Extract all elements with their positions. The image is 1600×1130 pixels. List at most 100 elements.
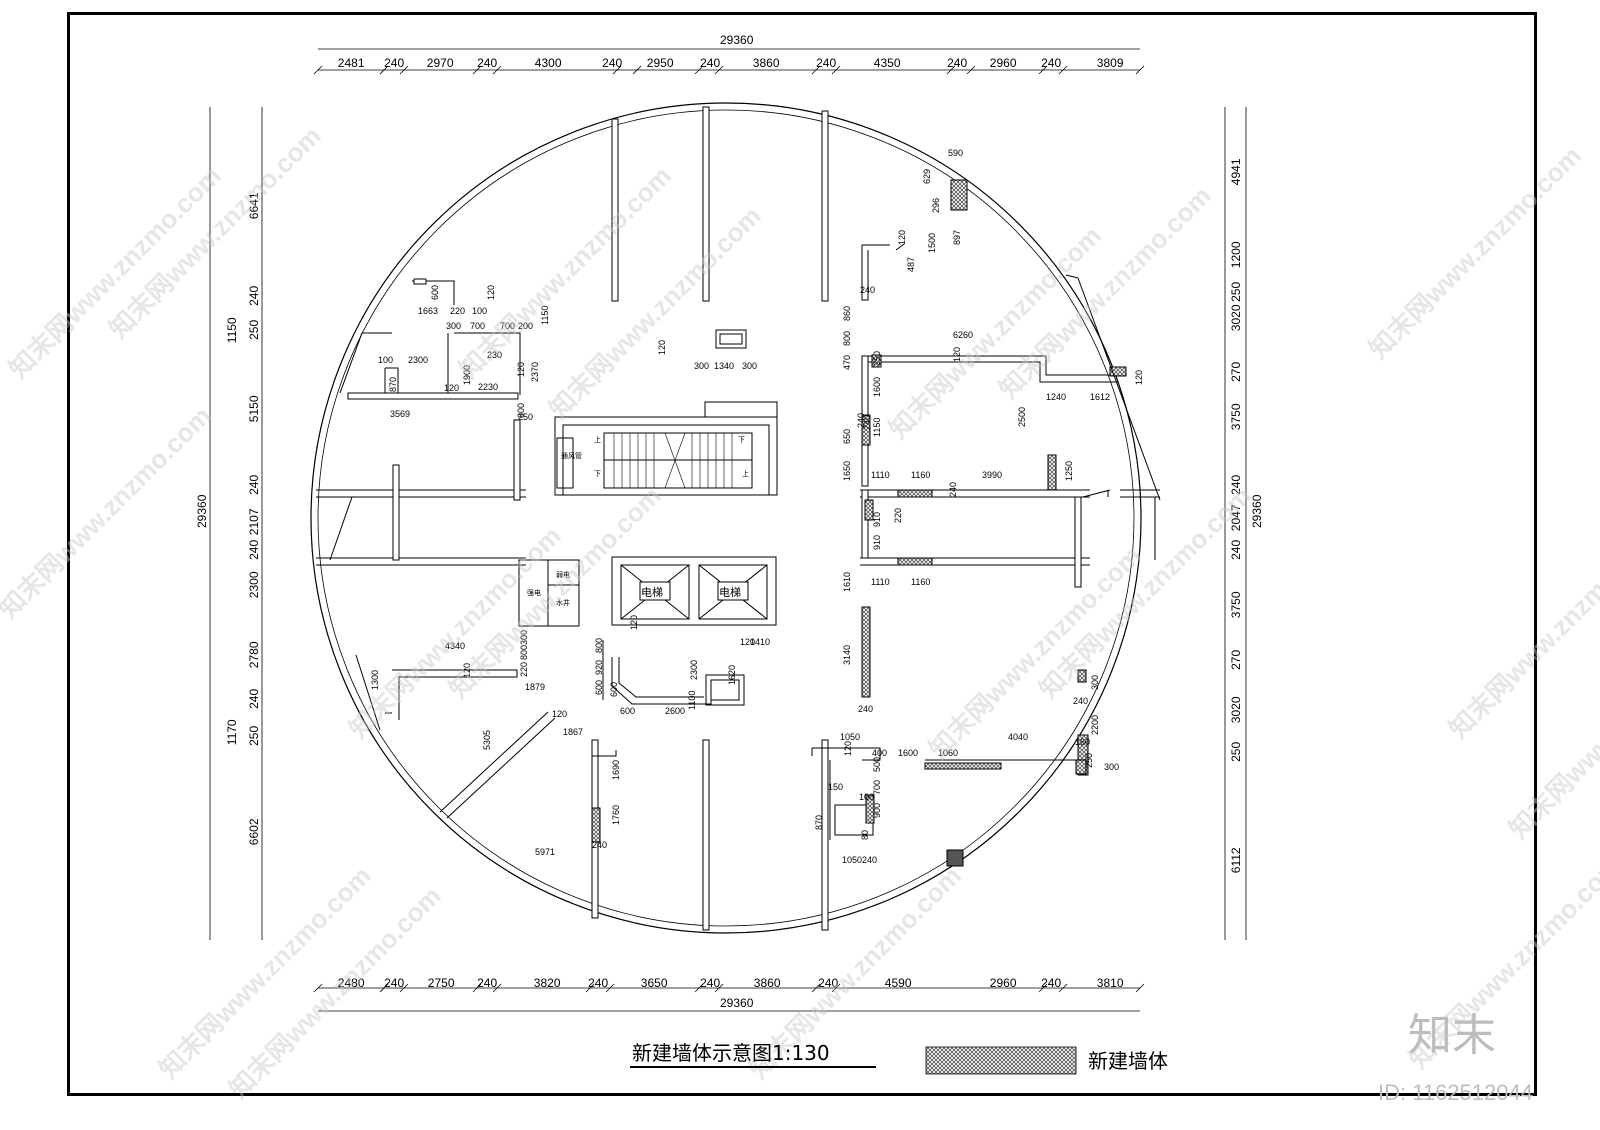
dim-tick-bottom-7 xyxy=(694,983,704,993)
interior-dim-upper-left-20: 800 xyxy=(516,403,526,418)
dim-tick-top-14 xyxy=(1058,65,1068,75)
top-dim-10: 4350 xyxy=(874,56,901,70)
interior-dim-upper-left-17: 120 xyxy=(516,362,526,377)
interior-dim-lower-right-5: 4040 xyxy=(1008,732,1028,742)
bottom-dim-0: 2480 xyxy=(338,976,365,990)
bottom-dim-5: 240 xyxy=(588,976,608,990)
right-dim-2: 250 xyxy=(1229,282,1243,302)
watermark-3: 知末网www.znzmo.com xyxy=(543,200,767,424)
interior-dim-upper-left-18: 2370 xyxy=(530,362,540,382)
dim-tick-top-1 xyxy=(379,65,389,75)
elevator-label-2: 电梯 xyxy=(719,586,741,599)
left-dim-11: 1170 xyxy=(225,719,239,745)
interior-dim-lower-right-6: 160 xyxy=(1075,737,1090,747)
dim-tick-top-13 xyxy=(1038,65,1048,75)
left-dim-3: 250 xyxy=(247,320,261,340)
interior-dim-lower-right-14: 500 xyxy=(872,757,882,772)
bottom-dim-8: 3860 xyxy=(754,976,781,990)
interior-dim-upper-right-32: 1610 xyxy=(842,572,852,592)
top-dim-13: 240 xyxy=(1041,56,1061,70)
interior-dim-upper-right-0: 590 xyxy=(948,148,963,158)
dim-tick-top-10 xyxy=(831,65,841,75)
drawing-frame xyxy=(67,12,1537,1096)
right-dim-10: 270 xyxy=(1229,650,1243,670)
interior-dim-lower-left-9: 5305 xyxy=(482,730,492,750)
dim-tick-bottom-5 xyxy=(585,983,595,993)
interior-dim-lower-center-4: 600 xyxy=(594,680,604,695)
right-dim-3: 3020 xyxy=(1229,304,1243,331)
top-dim-4: 4300 xyxy=(535,56,562,70)
interior-dim-upper-right-30: 220 xyxy=(893,508,903,523)
right-dim-13: 6112 xyxy=(1229,847,1243,873)
interior-dim-lower-left-6: 1879 xyxy=(525,682,545,692)
interior-dim-upper-right-11: 800 xyxy=(842,331,852,346)
bottom-dim-10: 4590 xyxy=(885,976,912,990)
interior-dim-upper-left-14: 230 xyxy=(487,350,502,360)
dim-tick-top-11 xyxy=(946,65,956,75)
interior-dim-lower-right-20: 240 xyxy=(862,855,877,865)
interior-dim-upper-left-8: 200 xyxy=(518,321,533,331)
interior-dim-upper-right-35: 3140 xyxy=(842,645,852,665)
right-dim-0: 4941 xyxy=(1229,158,1243,185)
interior-dim-upper-right-17: 120 xyxy=(1134,370,1144,385)
interior-dim-lower-right-7: 2200 xyxy=(1090,715,1100,735)
interior-dim-upper-right-10: 470 xyxy=(842,355,852,370)
top-dim-14: 3809 xyxy=(1097,56,1124,70)
vent-label: 通风管 xyxy=(561,451,582,460)
interior-dim-upper-right-15: 1240 xyxy=(1046,392,1066,402)
interior-dim-lower-center-9: 1100 xyxy=(687,691,697,710)
interior-dim-upper-right-6: 897 xyxy=(952,230,962,245)
right-dim-12: 250 xyxy=(1229,742,1243,762)
interior-dim-upper-right-36: 240 xyxy=(858,704,873,714)
interior-dim-upper-right-7: 240 xyxy=(860,285,875,295)
weak-elec-label: 弱电 xyxy=(556,570,570,579)
interior-dim-upper-right-3: 120 xyxy=(897,230,907,245)
interior-dim-lower-center-10: 600 xyxy=(620,706,635,716)
dim-tick-top-6 xyxy=(632,65,642,75)
interior-dim-upper-left-15: 120 xyxy=(444,383,459,393)
drawing-title: 新建墙体示意图1:130 xyxy=(632,1041,830,1065)
interior-dim-upper-left-19: 3569 xyxy=(390,409,410,419)
stair-up-1: 上 xyxy=(594,435,601,444)
interior-dim-upper-left-9: 1150 xyxy=(540,306,550,325)
interior-dim-upper-left-16: 2230 xyxy=(478,382,498,392)
top-dim-1: 240 xyxy=(384,56,404,70)
interior-dim-lower-center-1: 120 xyxy=(629,615,639,630)
elevator-label-1: 电梯 xyxy=(641,586,663,599)
bottom-total-dim: 29360 xyxy=(720,996,754,1010)
interior-dim-lower-right-17: 900 xyxy=(872,803,882,818)
interior-dim-lower-center-8: 1620 xyxy=(727,665,737,685)
elevator-core xyxy=(611,556,777,626)
interior-dim-lower-left-5: 300 xyxy=(519,630,529,645)
interior-dim-upper-right-24: 1110 xyxy=(871,470,890,480)
interior-dim-lower-left-8: 1867 xyxy=(563,727,583,737)
left-dim-4: 5150 xyxy=(247,395,261,422)
top-dim-11: 240 xyxy=(947,56,967,70)
interior-dim-upper-right-27: 1250 xyxy=(1064,461,1074,481)
top-dim-12: 2960 xyxy=(990,56,1017,70)
left-dim-5: 240 xyxy=(247,475,261,495)
dim-tick-top-0 xyxy=(313,65,323,75)
left-dim-7: 240 xyxy=(247,540,261,560)
right-dim-9: 3750 xyxy=(1229,591,1243,618)
bottom-dim-7: 240 xyxy=(700,976,720,990)
dim-tick-top-9 xyxy=(811,65,821,75)
interior-dim-lower-left-13: 240 xyxy=(592,840,607,850)
left-dim-8: 2300 xyxy=(247,571,261,598)
top-dim-7: 240 xyxy=(700,56,720,70)
dim-tick-bottom-1 xyxy=(379,983,389,993)
utility-shafts xyxy=(518,437,580,627)
interior-dim-lower-right-8: 300 xyxy=(1090,675,1100,690)
interior-dim-upper-right-31: 910 xyxy=(872,535,882,550)
dim-tick-bottom-10 xyxy=(831,983,841,993)
dim-tick-top-15 xyxy=(1135,65,1145,75)
watermark-13: 知末网www.znzmo.com xyxy=(1443,520,1600,744)
left-dim-9: 2780 xyxy=(247,641,261,668)
interior-dim-upper-left-4: 600 xyxy=(430,285,440,300)
legend-hatch-swatch xyxy=(925,1046,1077,1075)
right-dim-1: 1200 xyxy=(1229,241,1243,268)
